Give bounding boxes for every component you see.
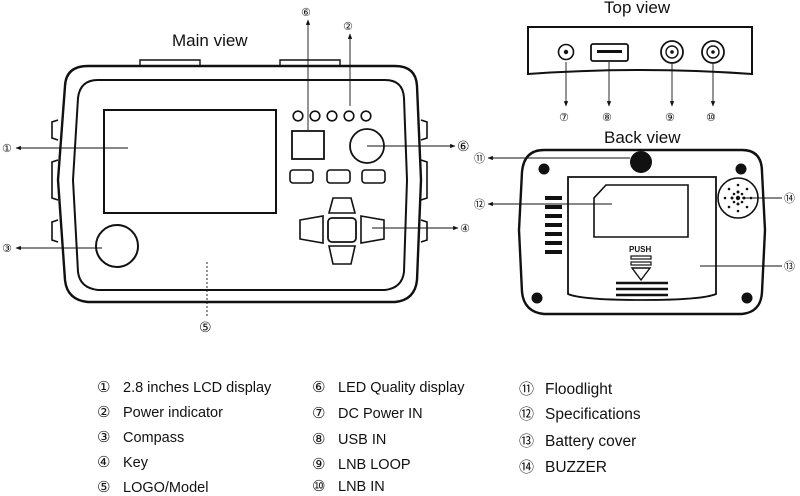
callout-13: ⑬: [784, 260, 795, 273]
callout-12: ⑫: [474, 198, 485, 211]
legend-text: LNB LOOP: [338, 457, 411, 473]
key-left: [299, 215, 324, 244]
key-down: [328, 245, 356, 265]
led-quality-display: [291, 130, 325, 160]
legend-text: DC Power IN: [338, 406, 423, 422]
legend-text: Specifications: [545, 406, 641, 423]
legend-item: ⑩ LNB IN: [312, 477, 385, 495]
legend-item: ⑥ LED Quality display: [312, 378, 465, 396]
specifications-label: [593, 184, 689, 238]
compass: [95, 224, 139, 268]
legend-item: ⑭ BUZZER: [519, 456, 607, 477]
legend-text: BUZZER: [545, 459, 607, 476]
callout-4: ④: [460, 222, 470, 235]
key-ok: [327, 217, 357, 243]
legend-number: ⑩: [312, 477, 326, 495]
back-view-device: [517, 148, 767, 316]
legend-text: LED Quality display: [338, 380, 465, 396]
callout-7: ⑦: [559, 111, 569, 124]
legend-item: ② Power indicator: [97, 403, 223, 421]
top-view-title: Top view: [604, 0, 671, 17]
lnb-loop-port: [660, 40, 684, 64]
legend-text: Floodlight: [545, 381, 613, 398]
function-key: [289, 169, 314, 184]
legend-text: 2.8 inches LCD display: [123, 380, 272, 396]
usb-port: [590, 43, 629, 62]
legend-item: ① 2.8 inches LCD display: [97, 378, 271, 396]
legend-text: LNB IN: [338, 479, 385, 495]
legend-number: ⑥: [312, 378, 326, 396]
legend-number: ⑫: [519, 405, 535, 423]
callout-3: ③: [2, 242, 12, 255]
legend-number: ⑧: [312, 430, 326, 448]
legend-number: ③: [97, 428, 111, 446]
legend-item: ⑦ DC Power IN: [312, 404, 423, 422]
buzzer-holes: [723, 183, 753, 213]
led-indicator: [292, 110, 304, 122]
callout-8: ⑧: [602, 111, 612, 124]
callout-1: ①: [2, 142, 12, 155]
key-up: [327, 197, 357, 214]
key-right: [360, 215, 385, 244]
led-indicator: [343, 110, 355, 122]
lcd-display: [103, 109, 277, 214]
legend-number: ⑪: [519, 380, 535, 398]
callout-5: ⑤: [199, 320, 212, 336]
callout-14: ⑭: [784, 192, 795, 205]
led-indicator: [309, 110, 321, 122]
legend-number: ⑦: [312, 404, 326, 422]
legend-item: ⑫ Specifications: [519, 403, 641, 424]
legend-number: ②: [97, 403, 111, 421]
led-indicator: [326, 110, 338, 122]
legend-item: ⑤ LOGO/Model: [97, 478, 208, 496]
legend-text: Power indicator: [123, 405, 223, 421]
led-indicator: [360, 110, 372, 122]
dc-power-port: [557, 43, 575, 61]
callout-9: ⑨: [665, 111, 675, 124]
back-view-title: Back view: [604, 128, 681, 147]
callout-6-top: ⑥: [301, 6, 311, 19]
battery-cover: [567, 176, 717, 301]
legend-number: ①: [97, 378, 111, 396]
function-key: [326, 169, 351, 184]
legend-item: ⑨ LNB LOOP: [312, 455, 411, 473]
legend-item: ④ Key: [97, 453, 148, 471]
legend-text: Key: [123, 455, 148, 471]
legend-text: USB IN: [338, 432, 387, 448]
legend-item: ⑪ Floodlight: [519, 378, 612, 399]
legend-item: ⑧ USB IN: [312, 430, 386, 448]
legend-number: ⑬: [519, 432, 535, 450]
callout-6: ⑥: [457, 139, 470, 155]
callout-2: ②: [343, 20, 353, 33]
legend-number: ⑤: [97, 478, 111, 496]
legend-text: LOGO/Model: [123, 480, 209, 496]
legend-number: ⑨: [312, 455, 326, 473]
callout-10: ⑩: [706, 111, 716, 124]
function-key: [361, 169, 386, 184]
top-view-device: [527, 26, 753, 76]
legend-item: ③ Compass: [97, 428, 184, 446]
push-label: PUSH: [629, 245, 651, 254]
main-view-device: [51, 59, 428, 304]
legend-text: Battery cover: [545, 433, 637, 450]
callout-11: ⑪: [474, 152, 485, 165]
legend-text: Compass: [123, 430, 185, 446]
main-view-title: Main view: [172, 31, 248, 50]
lnb-in-port: [701, 40, 725, 64]
legend-number: ⑭: [519, 458, 535, 476]
legend-item: ⑬ Battery cover: [519, 430, 636, 451]
legend-number: ④: [97, 453, 111, 471]
floodlight: [630, 151, 652, 173]
